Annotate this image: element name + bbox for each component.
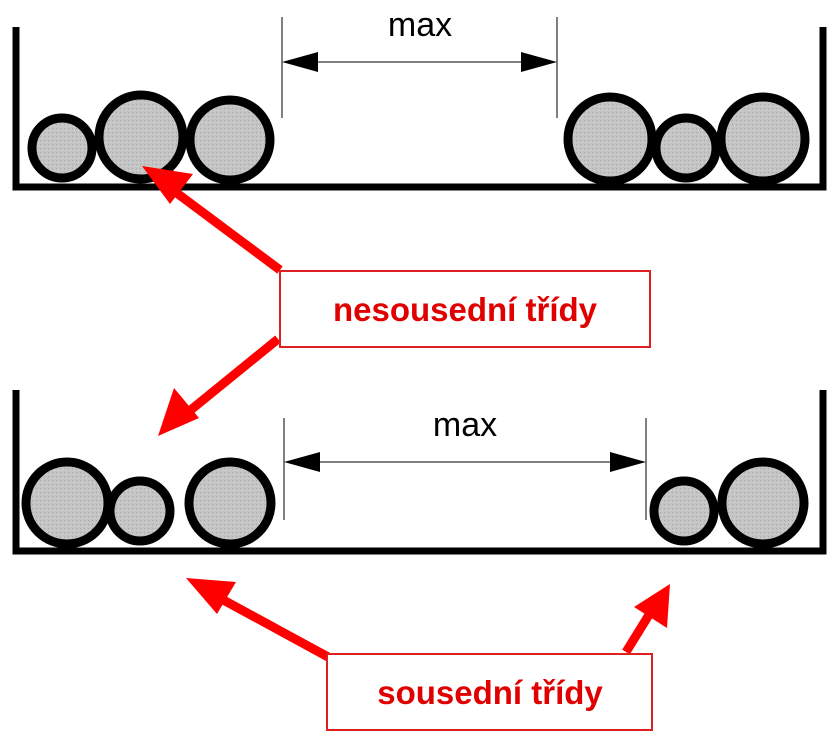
bottom-left-ball-medium: [184, 457, 276, 549]
non-adjacent-arrow-up-shaft: [167, 184, 283, 274]
top-right-ball-large: [563, 92, 657, 186]
adjacent-arrow-right-head: [634, 584, 670, 628]
adjacent-arrow-left-shaft: [213, 592, 333, 662]
bottom-gap-label: max: [433, 406, 497, 444]
top-panel: max: [12, 6, 827, 191]
bottom-right-ball-large: [717, 457, 809, 549]
non-adjacent-label: nesousední třídy: [333, 291, 598, 328]
bottom-tray: [12, 390, 827, 555]
top-left-ball-small: [27, 113, 97, 183]
annotations: nesousední třídy sousední třídy: [142, 166, 670, 731]
bottom-right-ball-small: [649, 476, 719, 546]
top-right-ball-large-2: [716, 92, 810, 186]
adjacent-arrow-left-head: [186, 578, 236, 614]
bottom-panel: max: [12, 390, 827, 555]
non-adjacent-label-box: [279, 270, 651, 348]
adjacent-arrow-right-shaft: [622, 607, 656, 655]
top-left-ball-medium: [185, 95, 275, 185]
top-right-ball-small: [651, 113, 721, 183]
bottom-left-ball-large: [21, 457, 113, 549]
top-gap-left-arrowhead: [282, 52, 318, 72]
non-adjacent-arrow-down-shaft: [184, 335, 281, 417]
bottom-gap-right-arrowhead: [610, 452, 646, 472]
non-adjacent-arrow-up-head: [142, 166, 193, 204]
top-gap-label: max: [388, 6, 452, 44]
bottom-left-ball-small: [105, 476, 175, 546]
adjacent-label: sousední třídy: [377, 674, 603, 711]
non-adjacent-arrow-down-head: [158, 388, 199, 436]
bottom-gap-left-arrowhead: [284, 452, 320, 472]
top-gap-right-arrowhead: [521, 52, 557, 72]
top-tray: [12, 27, 827, 191]
top-left-ball-large: [94, 90, 188, 184]
adjacent-label-box: [326, 653, 653, 731]
